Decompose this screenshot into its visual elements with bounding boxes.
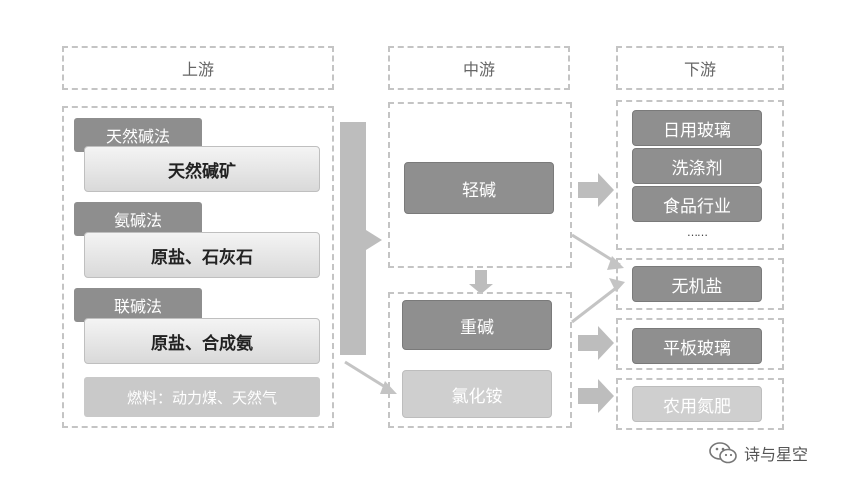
arrow-upstream-to-light bbox=[340, 122, 382, 355]
inorganic-salt-box: 无机盐 bbox=[632, 266, 762, 302]
downstream-fert-panel bbox=[616, 378, 784, 430]
upstream-header: 上游 bbox=[62, 46, 334, 90]
wechat-icon bbox=[709, 442, 737, 464]
watermark: 诗与星空 bbox=[708, 438, 848, 468]
method-tag-ammonia: 氨碱法 bbox=[74, 202, 202, 236]
downstream-salt-panel bbox=[616, 258, 784, 310]
midstream-heavy-panel bbox=[388, 292, 572, 428]
material-ammonia: 原盐、石灰石 bbox=[84, 232, 320, 278]
heavy-soda-box: 重碱 bbox=[402, 300, 552, 350]
food-industry-box: 食品行业 bbox=[632, 186, 762, 222]
arrow-light-to-heavy bbox=[469, 270, 493, 294]
upstream-panel bbox=[62, 106, 334, 428]
downstream-group-panel bbox=[616, 100, 784, 250]
arrow-line-fuel-to-nh4cl bbox=[344, 360, 391, 392]
ammonium-chloride-box: 氯化铵 bbox=[402, 370, 552, 418]
upstream-title: 上游 bbox=[181, 60, 214, 79]
arrow-nh4cl-to-fert bbox=[578, 379, 614, 413]
arrow-heavy-to-glass bbox=[578, 326, 614, 360]
fertilizer-box: 农用氮肥 bbox=[632, 386, 762, 422]
fuel-box: 燃料：动力煤、天然气 bbox=[84, 377, 320, 417]
midstream-title: 中游 bbox=[462, 60, 495, 79]
downstream-glass-panel bbox=[616, 318, 784, 370]
material-natural: 天然碱矿 bbox=[84, 146, 320, 192]
light-soda-box: 轻碱 bbox=[404, 162, 554, 214]
midstream-light-panel bbox=[388, 102, 572, 268]
detergent-box: 洗涤剂 bbox=[632, 148, 762, 184]
daily-glass-box: 日用玻璃 bbox=[632, 110, 762, 146]
arrow-line-heavy-to-salt bbox=[571, 283, 621, 324]
material-joint: 原盐、合成氨 bbox=[84, 318, 320, 364]
downstream-header: 下游 bbox=[616, 46, 784, 90]
watermark-text: 诗与星空 bbox=[744, 445, 809, 464]
ellipsis-text: …… bbox=[687, 226, 708, 239]
arrow-light-to-group bbox=[578, 173, 614, 207]
method-tag-joint: 联碱法 bbox=[74, 288, 202, 322]
midstream-header: 中游 bbox=[388, 46, 570, 90]
flat-glass-box: 平板玻璃 bbox=[632, 328, 762, 364]
downstream-title: 下游 bbox=[683, 60, 716, 79]
arrow-head-light-salt bbox=[607, 256, 624, 270]
